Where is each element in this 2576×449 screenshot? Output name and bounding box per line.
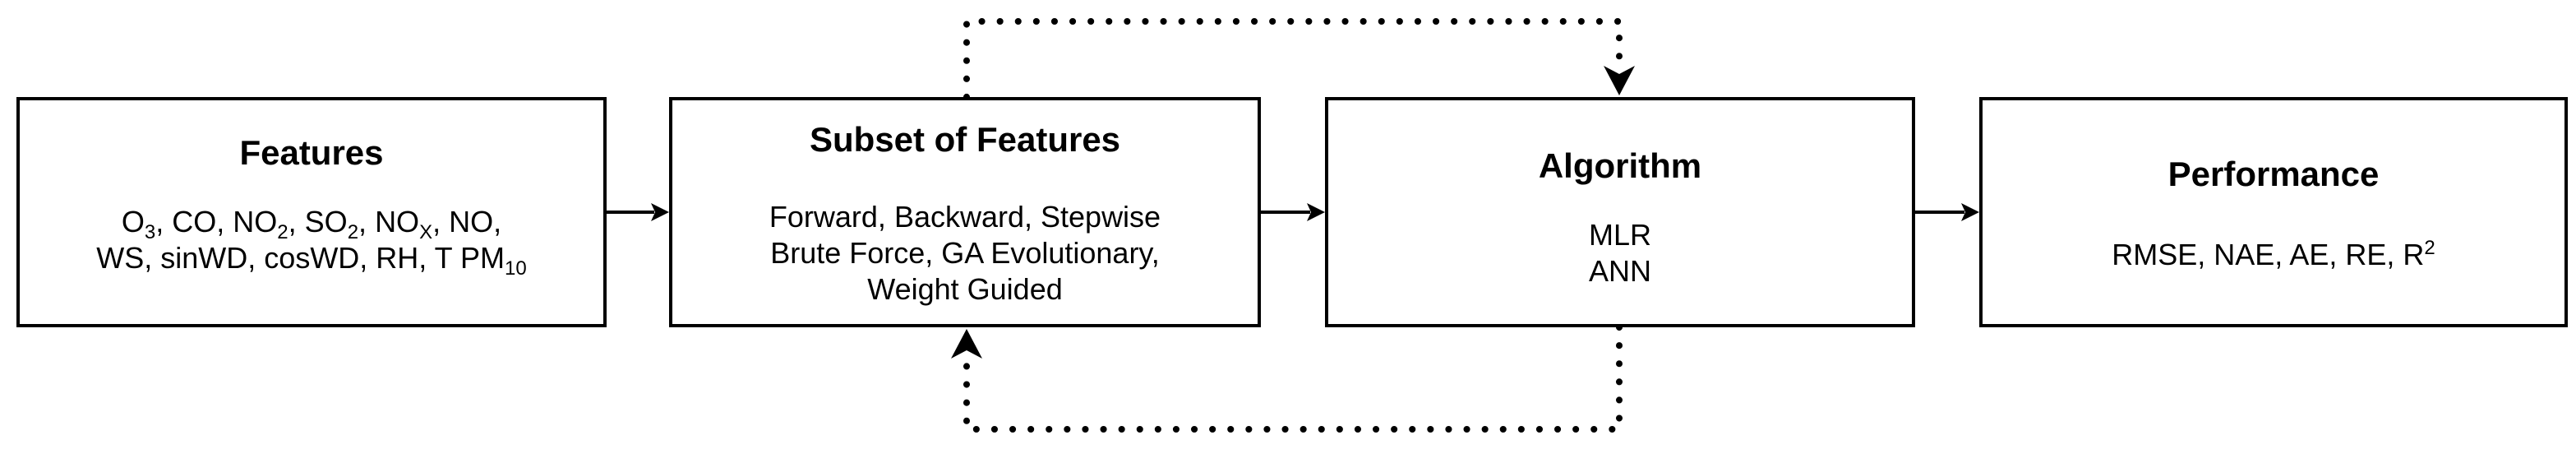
performance-box: Performance RMSE, NAE, AE, RE, R2 [1979,97,2568,327]
arrow-algorithm-to-performance [1915,203,1979,221]
subset-line-3: Weight Guided [867,272,1063,306]
subset-methods: Forward, Backward, Stepwise Brute Force,… [672,199,1258,308]
dotted-arrow-algorithm-to-subset-bottom [951,324,1623,433]
dotted-arrow-subset-to-algorithm-top [963,18,1635,100]
pm10-sub: 10 [504,257,527,280]
subset-line-1: Forward, Backward, Stepwise [769,200,1161,234]
features-title: Features [239,133,384,172]
features-line-2: WS, sinWD, cosWD, RH, T PM10 [20,240,603,279]
so2-sub: 2 [347,221,359,244]
features-box: Features O3, CO, NO2, SO2, NOX, NO, WS, … [16,97,607,327]
subset-line-2: Brute Force, GA Evolutionary, [770,236,1160,270]
r2-sup: 2 [2424,237,2435,259]
performance-title: Performance [2167,155,2380,193]
so2-base: SO [304,205,348,238]
features-line-2-text: WS, sinWD, cosWD, RH, T PM [96,241,505,275]
features-line-1-tail: , NO, [432,205,502,238]
performance-line: RMSE, NAE, AE, RE, R2 [1983,237,2564,273]
subset-of-features-box: Subset of Features Forward, Backward, St… [669,97,1261,327]
algorithm-list: MLR ANN [1328,217,1912,289]
algorithm-line-1: MLR [1588,218,1651,252]
no2-sub: 2 [277,221,289,244]
o3-base: O [121,205,145,238]
features-sep-2: , [288,205,305,238]
nox-base: NO [375,205,420,238]
performance-metrics-text: RMSE, NAE, AE, RE, R [2112,238,2425,271]
algorithm-line-2: ANN [1588,254,1651,288]
features-sep-3: , [358,205,376,238]
features-sep-1: , CO, [155,205,233,238]
features-list: O3, CO, NO2, SO2, NOX, NO, WS, sinWD, co… [20,204,603,279]
algorithm-title: Algorithm [1538,146,1702,185]
algorithm-box: Algorithm MLR ANN [1325,97,1915,327]
o3-sub: 3 [144,221,156,244]
arrow-subset-to-algorithm [1261,203,1325,221]
features-line-1: O3, CO, NO2, SO2, NOX, NO, [20,204,603,244]
subset-title: Subset of Features [809,120,1121,159]
no2-base: NO [233,205,278,238]
arrow-features-to-subset [607,203,669,221]
performance-metrics: RMSE, NAE, AE, RE, R2 [1983,237,2564,273]
nox-sub: X [419,221,433,244]
